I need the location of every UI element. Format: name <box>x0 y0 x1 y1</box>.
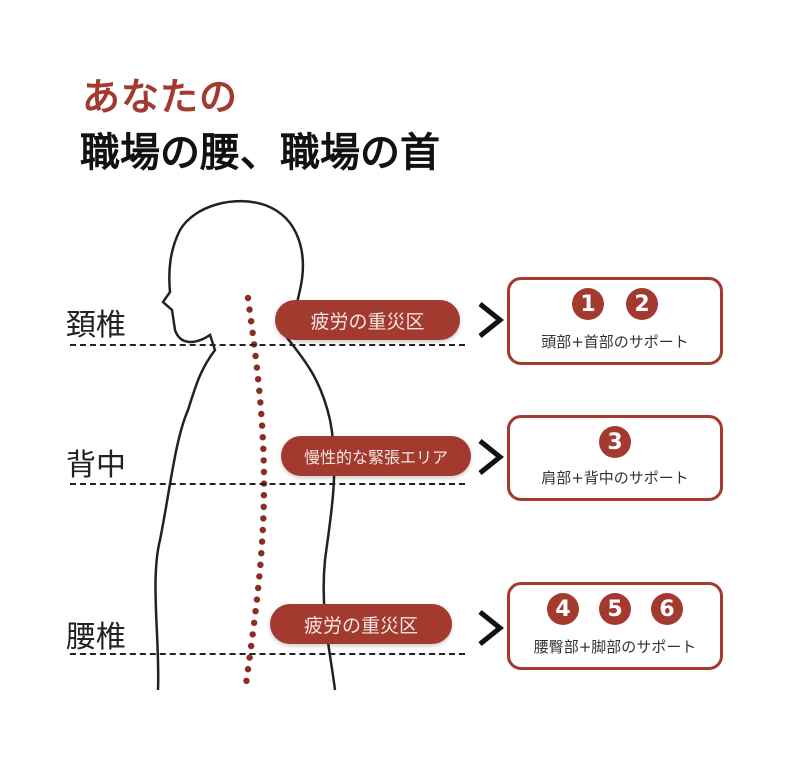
spine-dot <box>259 526 266 534</box>
spine-dot <box>254 376 262 383</box>
spine-dot <box>246 306 253 313</box>
number-badge: 1 <box>572 288 604 320</box>
spine-dot <box>247 318 255 325</box>
number-badge: 5 <box>599 593 631 625</box>
chevron-right-icon <box>478 302 505 338</box>
spine-dot <box>244 294 252 302</box>
number-badge: 6 <box>651 593 683 625</box>
region-label-back: 背中 <box>66 448 126 483</box>
divider-line <box>70 344 465 346</box>
chevron-right-icon <box>478 439 505 475</box>
spine-dot <box>249 329 256 336</box>
region-label-lumbar: 腰椎 <box>66 620 126 655</box>
spine-dot <box>260 515 267 522</box>
spine-dot <box>260 503 267 510</box>
title-line-2: 職場の腰、職場の首 <box>80 130 440 176</box>
spine-dot <box>258 410 265 418</box>
spine-dot <box>257 399 264 406</box>
spine-dot <box>257 561 264 568</box>
pill-tension-zone-back: 慢性的な緊張エリア <box>281 436 471 476</box>
spine-dot <box>258 422 266 429</box>
spine-dot <box>253 596 261 603</box>
support-box-back: 3 肩部+背中のサポート <box>507 415 723 501</box>
support-caption: 腰臀部+脚部のサポート <box>533 638 697 656</box>
spine-dot <box>252 608 259 615</box>
pill-fatigue-zone-neck: 疲労の重災区 <box>275 300 460 340</box>
pill-fatigue-zone-lumbar: 疲労の重災区 <box>270 604 452 644</box>
number-badge: 4 <box>547 593 579 625</box>
spine-dot <box>260 468 268 476</box>
chevron-right-icon <box>478 610 505 646</box>
spine-dot <box>244 666 252 673</box>
spine-dot <box>246 654 253 661</box>
spine-dot <box>253 364 261 371</box>
spine-dot <box>254 584 262 592</box>
spine-dot <box>252 352 259 360</box>
spine-dot <box>256 387 263 394</box>
spine-dot <box>249 631 256 638</box>
region-label-cervical: 頚椎 <box>66 308 126 343</box>
spine-dot <box>247 642 255 650</box>
divider-line <box>70 653 465 655</box>
number-badge: 3 <box>599 426 631 458</box>
divider-line <box>70 483 465 485</box>
spine-dot <box>260 457 267 464</box>
spine-dot <box>256 573 263 580</box>
spine-dot <box>250 619 258 626</box>
spine-dot <box>260 445 267 452</box>
spine-dot <box>259 434 266 441</box>
spine-dot <box>243 677 250 684</box>
number-badge: 2 <box>626 288 658 320</box>
support-caption: 肩部+背中のサポート <box>541 469 689 487</box>
title-line-1: あなたの <box>82 75 239 119</box>
spine-dot <box>258 538 266 545</box>
spine-dot <box>260 492 268 499</box>
spine-dot <box>258 550 265 557</box>
spine-dots <box>243 294 268 684</box>
support-caption: 頭部+首部のサポート <box>541 333 689 351</box>
